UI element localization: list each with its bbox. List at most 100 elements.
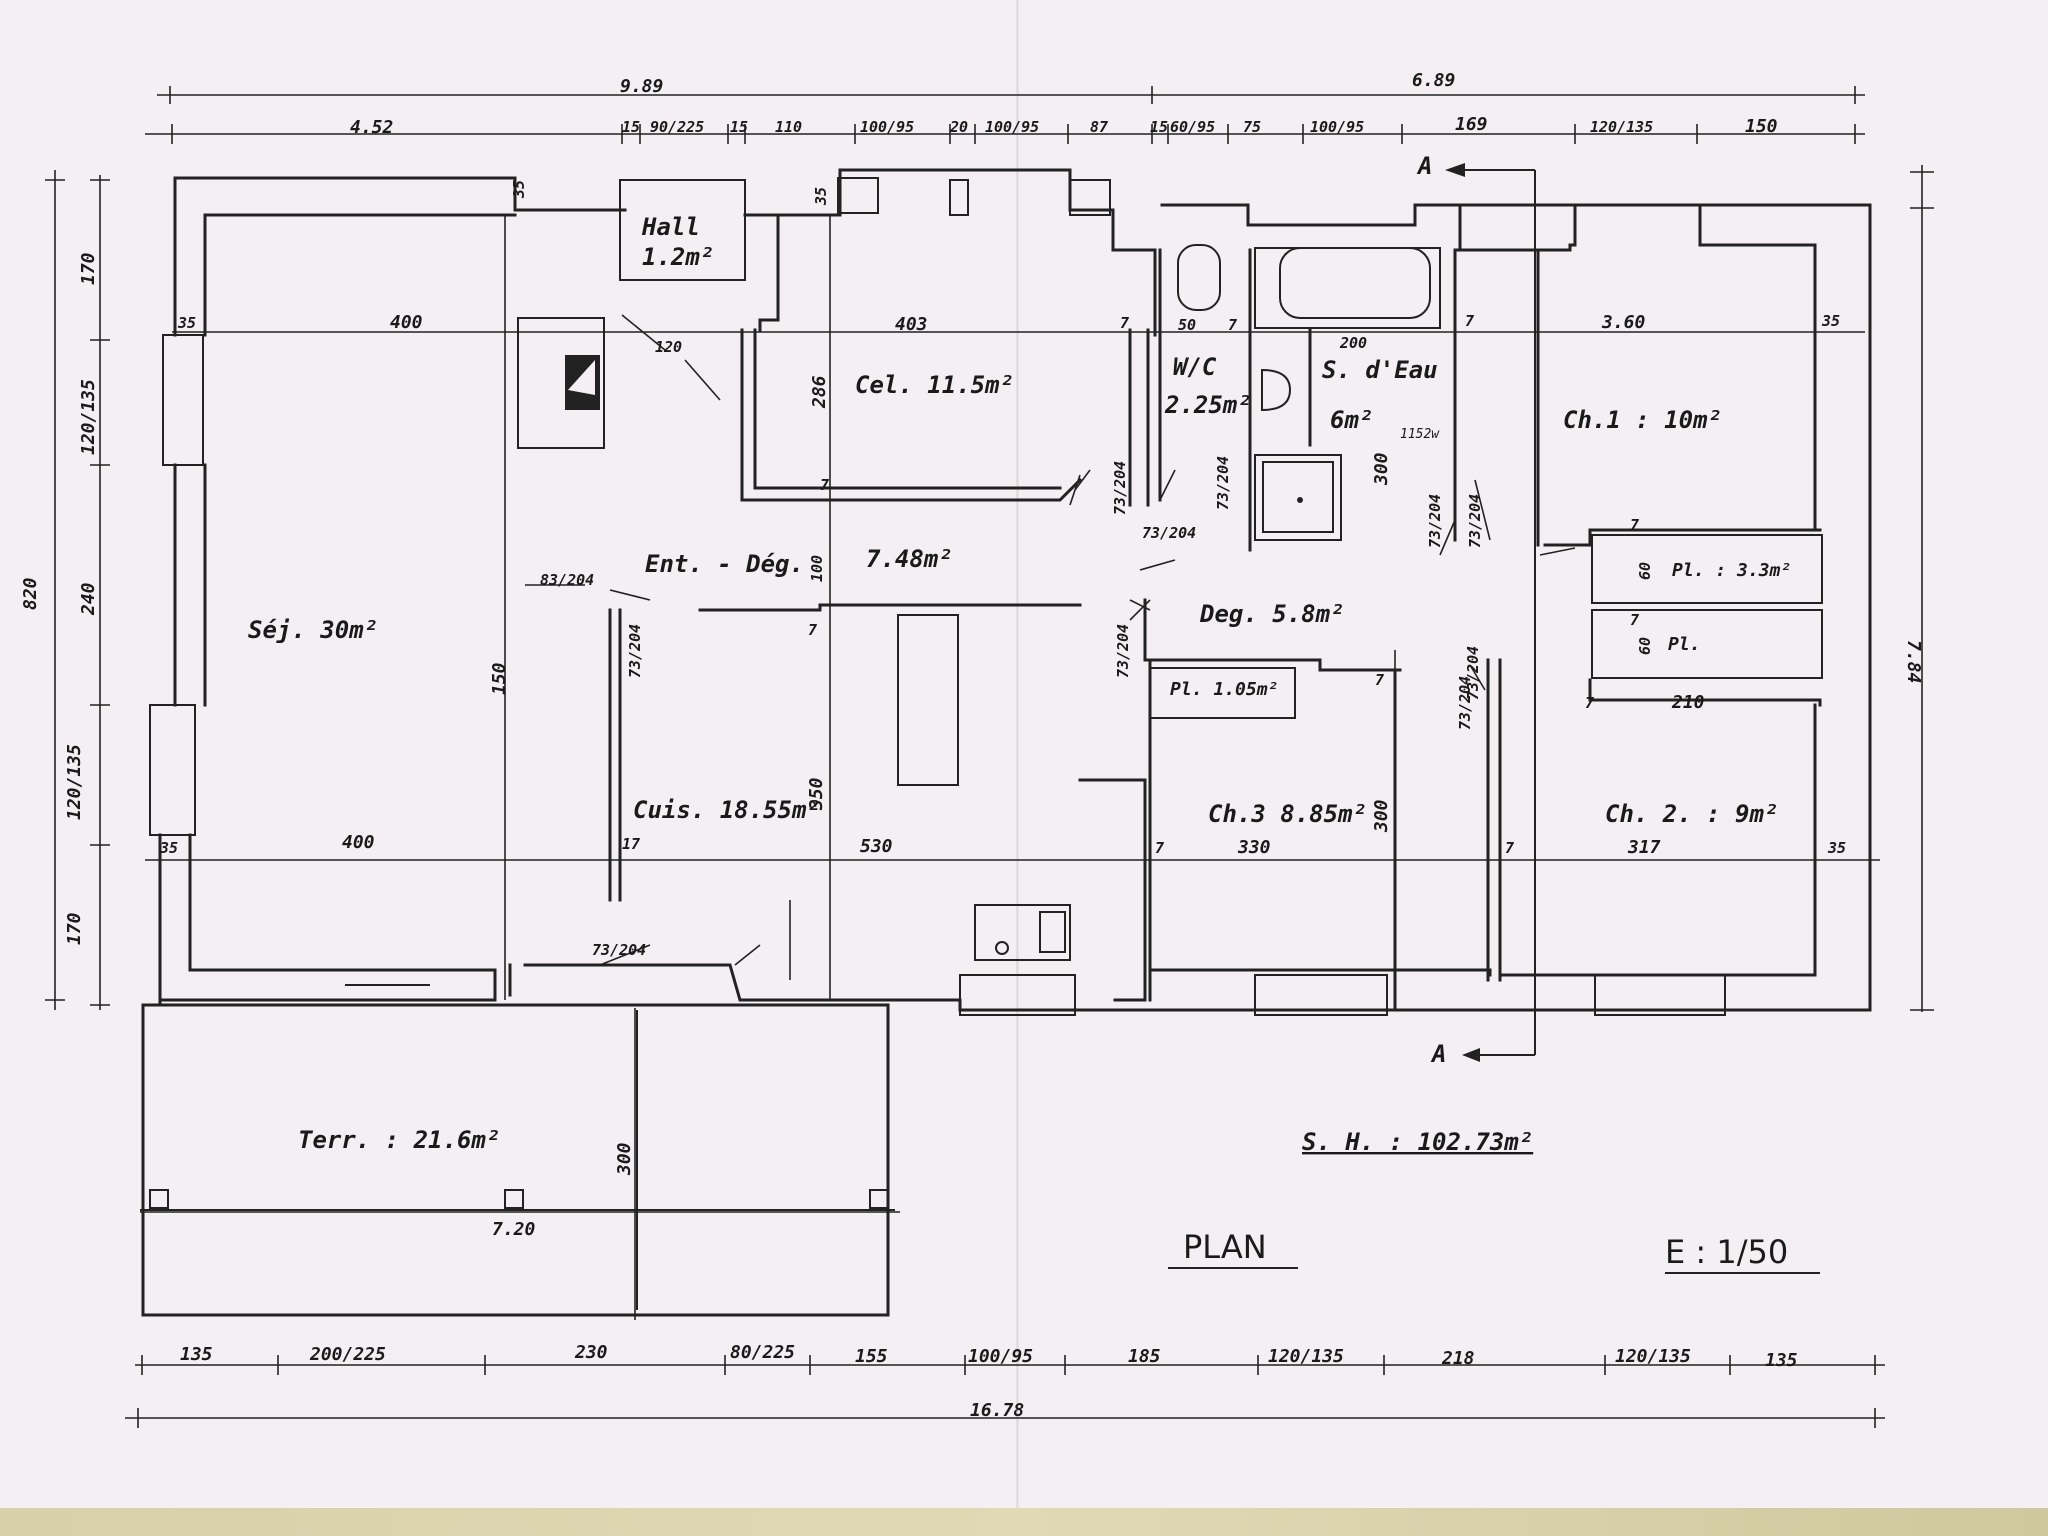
opening-note: 73/204	[1214, 456, 1232, 510]
dim-top: 100/95	[985, 118, 1039, 136]
room-sejour-label: Séj. 30m²	[248, 616, 378, 644]
dim-top: 20	[949, 118, 968, 136]
dim-interior: 7	[1505, 839, 1514, 857]
dim-interior: 330	[1237, 837, 1271, 858]
section-marker-bottom: A	[1430, 1040, 1446, 1068]
dim-left: 120/135	[64, 744, 85, 820]
bottom-dimension-labels: 135 200/225 230 80/225 155 100/95 185 12…	[180, 1342, 1798, 1421]
dim-interior: 150	[489, 662, 510, 695]
dim-interior: 286	[809, 375, 830, 409]
room-chambre2-label: Ch. 2. : 9m²	[1605, 800, 1778, 828]
title-block: S. H. : 102.73m² PLAN E : 1/50 A A	[1168, 152, 1820, 1274]
room-entree-label: Ent. - Dég.	[645, 550, 804, 578]
dim-bottom: 80/225	[730, 1342, 795, 1363]
side-dimension-labels: 820 170 120/135 240 120/135 170 7.84	[20, 252, 1924, 945]
dim-bottom: 100/95	[968, 1346, 1033, 1367]
dim-top: 60/95	[1170, 118, 1215, 136]
opening-note: 73/204	[1464, 646, 1482, 700]
dim-top: 15	[1150, 118, 1168, 136]
interior-dimension-labels: 35 400 120 403 7 50 7 200 7 3.60 35 286 …	[159, 180, 1846, 1240]
dim-interior: 7	[820, 476, 829, 494]
dim-interior: 17	[622, 835, 640, 853]
dim-top: 100/95	[1310, 118, 1364, 136]
dim-right-total: 7.84	[1903, 640, 1924, 683]
dim-interior: 120	[655, 338, 682, 356]
dim-bottom: 120/135	[1268, 1346, 1344, 1367]
room-cuisine-label: Cuis. 18.55m²	[633, 796, 821, 824]
dim-bottom: 185	[1128, 1346, 1161, 1367]
room-placard1-label: Pl. : 3.3m²	[1672, 560, 1791, 581]
room-labels: Séj. 30m² Hall 1.2m² Cel. 11.5m² W/C 2.2…	[248, 213, 1791, 1154]
room-wc-label: W/C	[1173, 353, 1217, 381]
dim-top: 87	[1090, 118, 1108, 136]
dim-top: 110	[775, 118, 802, 136]
surface-total: S. H. : 102.73m²	[1302, 1128, 1533, 1156]
opening-note: 73/204	[1111, 461, 1129, 515]
plan-scale: E : 1/50	[1665, 1233, 1788, 1271]
dim-left-total: 820	[20, 577, 41, 610]
dim-interior: 35	[510, 180, 528, 199]
dim-interior: 50	[1178, 316, 1196, 334]
dim-interior: 7	[1375, 671, 1384, 689]
dim-left: 170	[64, 912, 85, 945]
dim-bottom: 155	[855, 1346, 888, 1367]
opening-note: 73/204	[1456, 676, 1474, 730]
dim-interior: 400	[342, 832, 375, 853]
opening-note: 73/204	[1142, 524, 1196, 542]
dim-interior: 100	[808, 555, 826, 582]
room-hall-area: 1.2m²	[642, 243, 714, 271]
room-salle-eau-label: S. d'Eau	[1322, 356, 1438, 384]
dim-bottom: 135	[180, 1344, 213, 1365]
opening-note: 73/204	[1426, 494, 1444, 548]
dim-bottom: 230	[574, 1342, 608, 1363]
room-entree-area: 7.48m²	[866, 545, 953, 573]
opening-notes: 73/204 73/204 73/204 73/204 83/204 73/20…	[540, 456, 1484, 959]
dim-top: 15	[730, 118, 748, 136]
paper-fold	[1016, 0, 1019, 1536]
dimension-lines	[45, 86, 1934, 1428]
dim-interior: 60	[1636, 562, 1654, 580]
dim-interior: 35	[159, 839, 178, 857]
opening-note: 73/204	[592, 941, 646, 959]
dim-interior: 530	[860, 836, 893, 857]
dim-top-total-right: 6.89	[1412, 70, 1455, 91]
room-hall-label: Hall	[641, 213, 700, 241]
dim-interior: 7	[1630, 516, 1639, 534]
dim-interior: 300	[1371, 799, 1392, 833]
dim-interior: 3.60	[1601, 312, 1646, 333]
dim-interior: 35	[1821, 312, 1840, 330]
dim-interior-handwritten: 1152w	[1400, 427, 1440, 442]
dim-top: 4.52	[350, 117, 393, 138]
top-dimension-labels: 9.89 6.89 4.52 15 90/225 15 110 100/95 2…	[350, 70, 1778, 138]
dim-interior: 400	[390, 312, 423, 333]
opening-note: 73/204	[1114, 624, 1132, 678]
dim-interior: 317	[1627, 837, 1661, 858]
dim-interior: 300	[1371, 452, 1392, 486]
table-surface	[0, 1508, 2048, 1536]
room-terrasse-label: Terr. : 21.6m²	[298, 1126, 500, 1154]
dim-interior: 300	[614, 1142, 635, 1176]
opening-note: 73/204	[1466, 494, 1484, 548]
room-wc-area: 2.25m²	[1164, 391, 1252, 419]
dim-interior: 7	[1585, 694, 1594, 712]
dim-bottom-total: 16.78	[970, 1400, 1024, 1421]
dim-left: 240	[78, 582, 99, 616]
dim-interior: 350	[806, 777, 827, 811]
walls	[140, 163, 1872, 1317]
section-marker-top: A	[1416, 152, 1432, 180]
room-cellier-label: Cel. 11.5m²	[855, 371, 1014, 399]
dim-interior: 7	[808, 621, 817, 639]
room-salle-eau-area: 6m²	[1330, 406, 1373, 434]
dim-interior: 35	[177, 314, 196, 332]
dim-interior: 7	[1120, 314, 1129, 332]
room-chambre3-label: Ch.3 8.85m²	[1208, 800, 1367, 828]
dim-interior: 210	[1671, 692, 1705, 713]
dim-bottom: 218	[1441, 1348, 1475, 1369]
dim-bottom: 120/135	[1615, 1346, 1691, 1367]
dim-top: 15	[622, 118, 640, 136]
opening-note: 83/204	[540, 571, 594, 589]
room-placard3-label: Pl. 1.05m²	[1170, 679, 1278, 700]
dim-top-total-left: 9.89	[620, 76, 663, 97]
